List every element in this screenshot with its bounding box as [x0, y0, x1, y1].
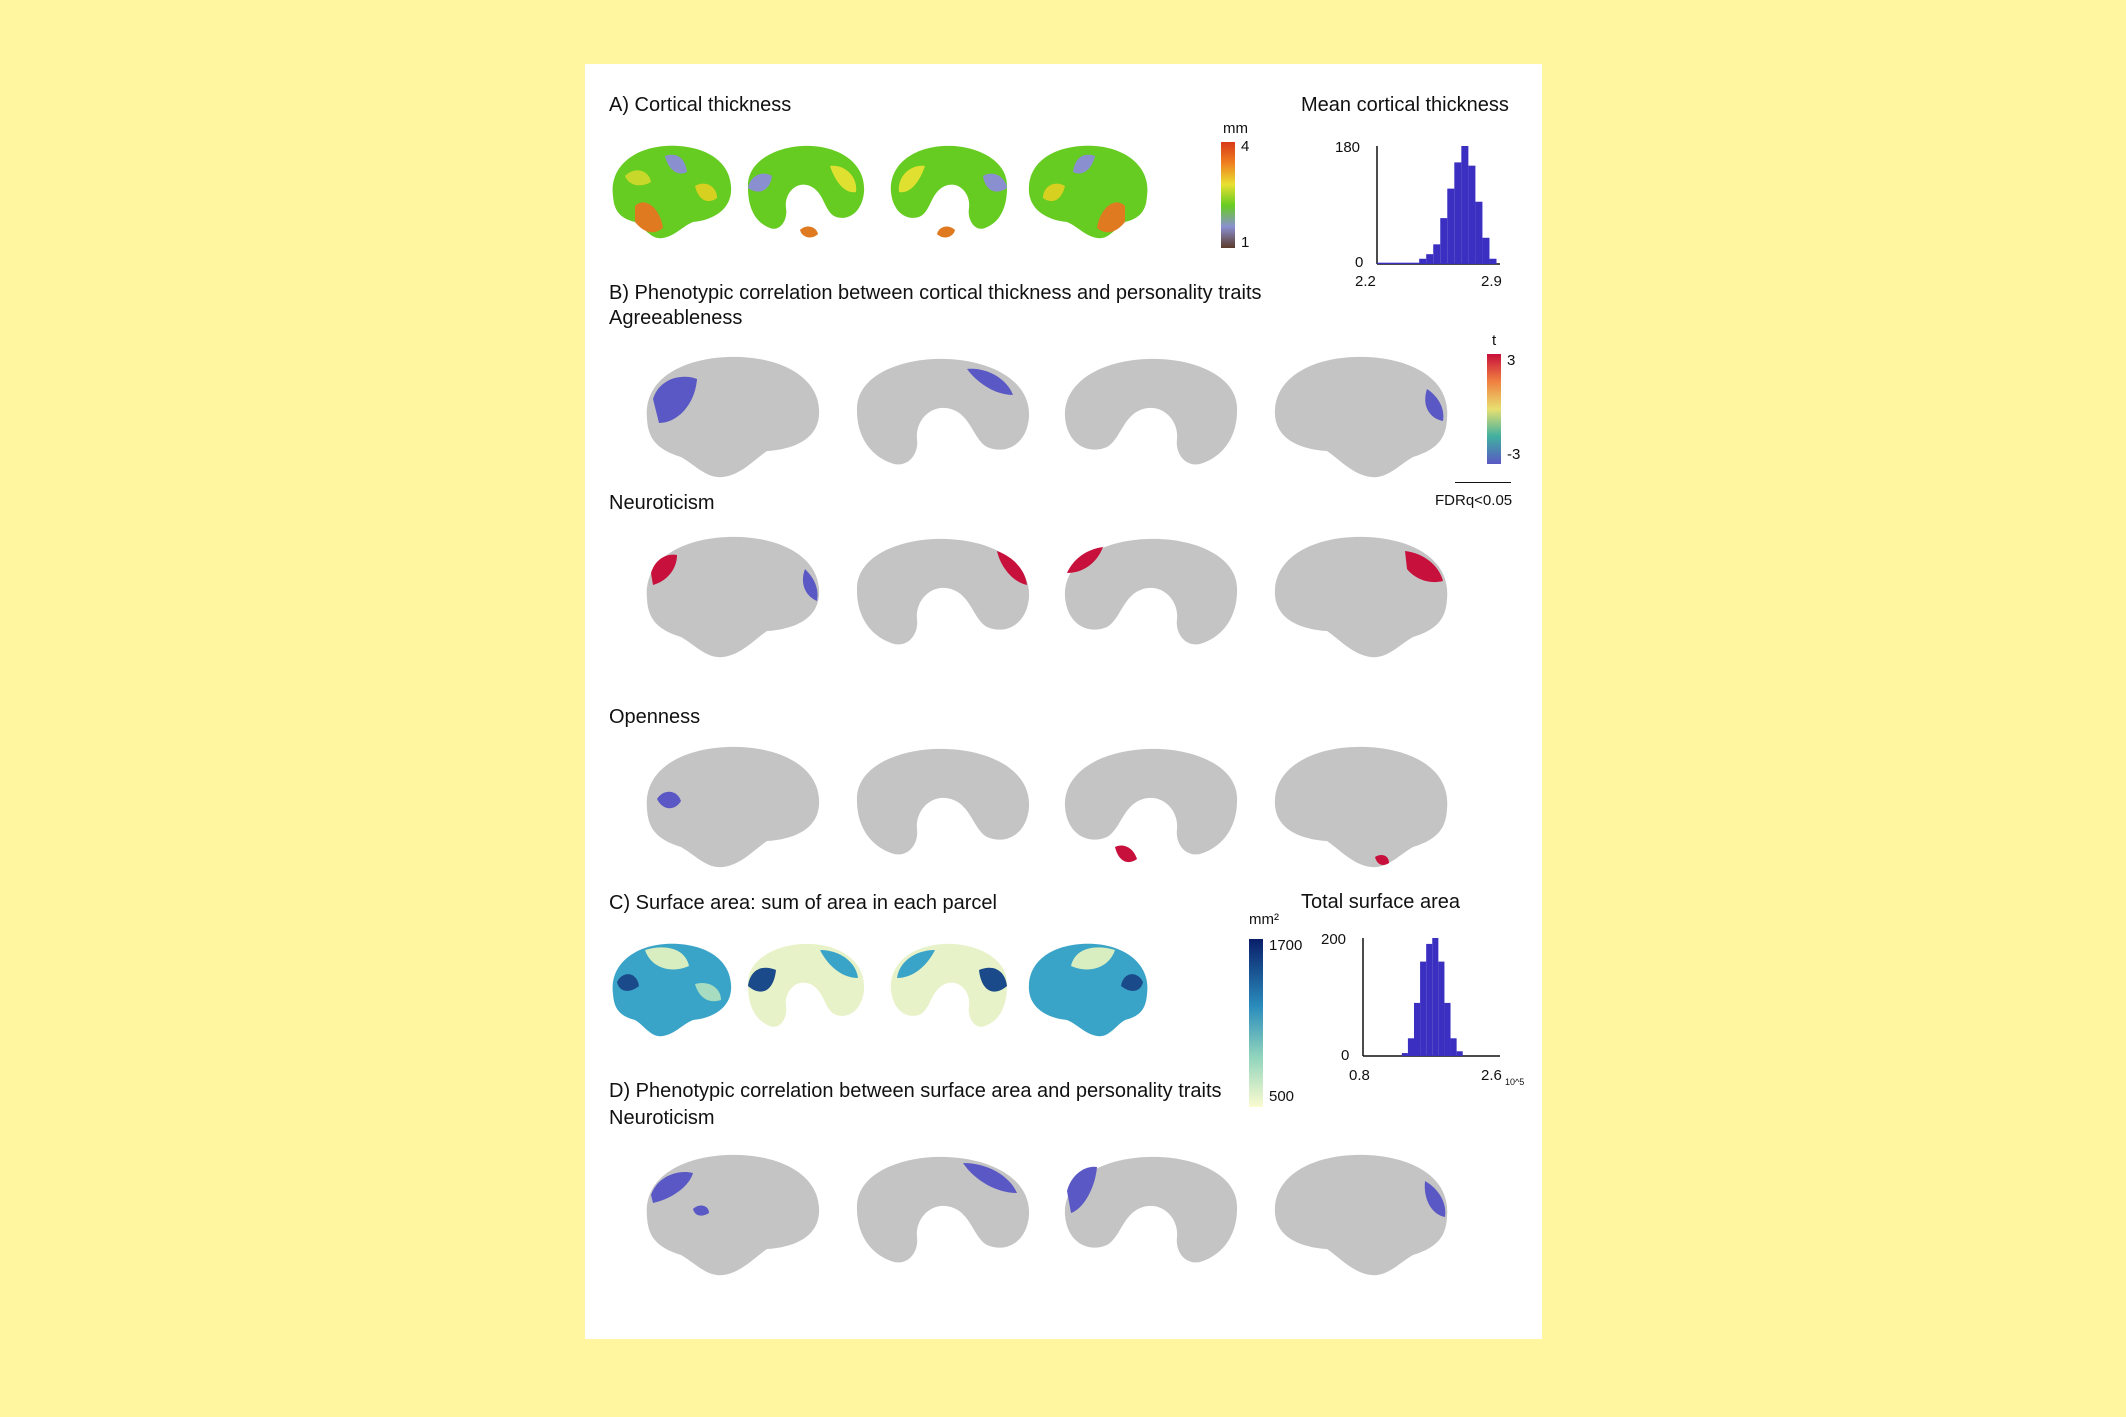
hist2-bar: [1426, 943, 1433, 1056]
brain-b1-lateral-right: [1274, 356, 1448, 478]
brain-b2-lateral-left: [646, 536, 820, 658]
brain-a-medial-left: [747, 145, 865, 238]
hist2-bar: [1450, 1038, 1457, 1056]
hist1-bar: [1482, 237, 1490, 264]
hist1-bars: [1377, 146, 1497, 264]
panel-d-title: D) Phenotypic correlation between surfac…: [609, 1080, 1222, 1102]
histogram-thickness: 180 0 2.2 2.9: [1335, 139, 1502, 290]
hist2-bar: [1444, 1002, 1451, 1056]
hist1-ytick-min: 0: [1355, 254, 1363, 271]
panel-b-trait-2: Neuroticism: [609, 492, 715, 514]
colorbar-a: [1221, 142, 1235, 248]
brain-c-lateral-left: [612, 943, 732, 1037]
brain-d-lateral-left: [646, 1154, 820, 1276]
colorbar-a-min: 1: [1241, 234, 1250, 251]
colorbar-c-min: 500: [1269, 1088, 1295, 1105]
hist1-bar: [1475, 201, 1483, 264]
colorbar-a-max: 4: [1241, 138, 1250, 155]
hist1-bar: [1468, 165, 1476, 264]
brain-b3-lateral-right: [1274, 746, 1448, 868]
colorbar-b: [1487, 354, 1501, 464]
panel-d-trait: Neuroticism: [609, 1107, 715, 1129]
colorbar-c-unit: mm²: [1249, 911, 1279, 928]
hist1-bar: [1419, 258, 1427, 264]
hist1-bar: [1454, 162, 1462, 264]
hist1-bar: [1405, 262, 1413, 264]
hist2-ytick-min: 0: [1341, 1047, 1349, 1064]
hist1-bar: [1489, 258, 1497, 264]
threshold-label: FDRq<0.05: [1435, 492, 1513, 509]
brain-d-medial-right: [1064, 1156, 1238, 1263]
brain-d-medial-left: [856, 1156, 1030, 1263]
panel-b-title: B) Phenotypic correlation between cortic…: [609, 282, 1262, 304]
hist1-bar: [1440, 218, 1448, 264]
hist1-bar: [1377, 262, 1385, 264]
panel-b-trait-3: Openness: [609, 706, 701, 728]
hist2-xtick-min: 0.8: [1349, 1067, 1370, 1084]
brain-a-lateral-right: [1028, 145, 1148, 239]
hist1-xtick-max: 2.9: [1481, 273, 1502, 290]
hist2-xtick-max: 2.6: [1481, 1067, 1502, 1084]
panel-c-title: C) Surface area: sum of area in each par…: [609, 892, 997, 914]
hist1-bar: [1398, 262, 1406, 264]
histogram-area: 200 0 0.8 2.6 10^5: [1321, 931, 1524, 1087]
hist1-bar: [1433, 244, 1441, 264]
colorbar-b-unit: t: [1492, 332, 1497, 349]
hist1-bar: [1461, 146, 1469, 264]
brain-b3-medial-left: [856, 748, 1030, 855]
hist2-ytick-max: 200: [1321, 931, 1346, 948]
brain-b3-medial-right: [1064, 748, 1238, 863]
brain-b1-medial-right: [1064, 358, 1238, 465]
hist2-bars: [1401, 938, 1463, 1056]
hist2-bar: [1420, 961, 1427, 1056]
hist1-xtick-min: 2.2: [1355, 273, 1376, 290]
colorbar-c: [1249, 939, 1263, 1107]
panel-a-title: A) Cortical thickness: [609, 94, 792, 116]
brain-b2-medial-right: [1064, 538, 1238, 645]
brain-a-lateral-left: [612, 145, 732, 239]
colorbar-b-min: -3: [1507, 446, 1521, 463]
figure-panel: A) Cortical thickness mm 4 1 Mean cortic…: [585, 64, 1542, 1339]
hist2-bar: [1401, 1053, 1408, 1056]
hist2-bar: [1407, 1038, 1414, 1056]
hist1-bar: [1412, 262, 1420, 264]
brain-b2-lateral-right: [1274, 536, 1448, 658]
hist2-bar: [1413, 1002, 1421, 1056]
brain-b3-lateral-left: [646, 746, 820, 868]
hist2-x-exponent: 10^5: [1505, 1077, 1524, 1087]
brain-c-lateral-right: [1028, 943, 1148, 1037]
hist1-ytick-max: 180: [1335, 139, 1360, 156]
brain-b1-medial-left: [856, 358, 1030, 465]
brain-d-lateral-right: [1274, 1154, 1448, 1276]
hist2-bar: [1438, 961, 1445, 1056]
colorbar-b-max: 3: [1507, 352, 1516, 369]
brain-c-medial-right: [890, 943, 1008, 1027]
hist1-bar: [1384, 262, 1392, 264]
hist1-bar: [1391, 262, 1399, 264]
hist1-bar: [1447, 188, 1455, 264]
colorbar-c-max: 1700: [1269, 937, 1303, 954]
brain-b1-lateral-left: [646, 356, 820, 478]
histogram-thickness-title: Mean cortical thickness: [1301, 94, 1509, 116]
threshold-line: [1455, 482, 1511, 483]
hist2-bar: [1432, 938, 1439, 1056]
panel-b-trait-1: Agreeableness: [609, 307, 743, 329]
hist2-bar: [1456, 1051, 1463, 1056]
histogram-area-title: Total surface area: [1301, 891, 1460, 913]
brain-b2-medial-left: [856, 538, 1030, 645]
brain-a-medial-right: [890, 145, 1008, 238]
colorbar-a-unit: mm: [1223, 120, 1248, 137]
brain-c-medial-left: [747, 943, 865, 1027]
hist1-bar: [1426, 254, 1434, 264]
